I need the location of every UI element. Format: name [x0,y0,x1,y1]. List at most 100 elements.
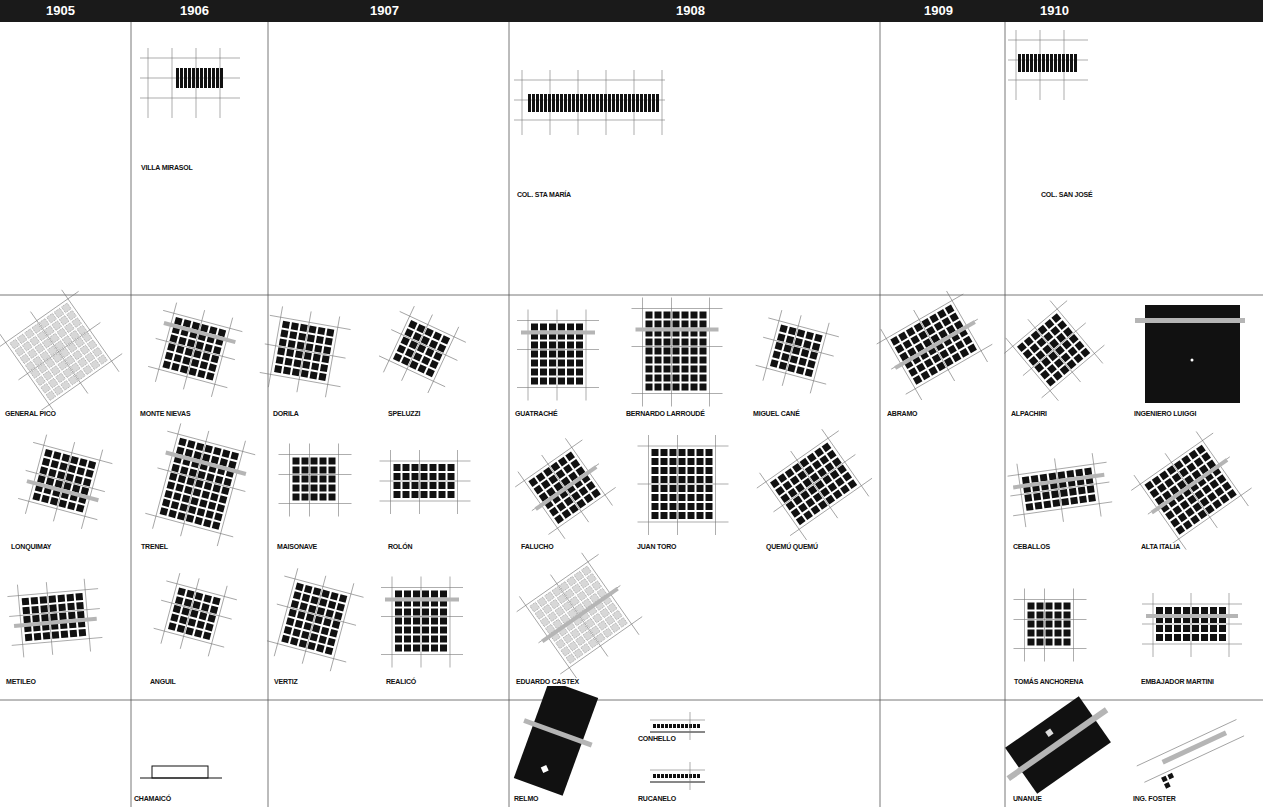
block [394,473,401,480]
block [67,310,77,320]
block [558,378,565,385]
block [50,333,60,343]
block [540,324,547,331]
block [167,343,176,352]
town-plan [1142,593,1242,657]
block [320,494,327,501]
town-name: MAISONAVE [276,543,318,551]
block [664,357,671,364]
block [1022,54,1025,72]
block [422,645,429,652]
plan-part [681,774,684,778]
block [1062,54,1065,72]
block [1201,625,1208,632]
block [40,605,48,613]
block [576,324,583,331]
block [1061,498,1069,506]
block [603,628,613,638]
block [788,327,797,336]
block [47,346,57,356]
block [302,476,309,483]
block [1052,499,1060,507]
block [186,514,195,523]
block [549,378,556,385]
block [540,617,550,627]
block [916,363,926,373]
block [576,94,579,112]
town-name: UNANUE [1012,795,1043,803]
block [558,369,565,376]
block [963,336,973,346]
block [404,645,411,652]
block [1035,350,1045,360]
block [280,330,288,338]
block [403,473,410,480]
block [616,94,619,112]
block [655,348,662,355]
town-plan [871,284,999,405]
block [409,340,418,349]
block [591,488,601,498]
block [319,598,328,607]
block [673,312,680,319]
block [673,339,680,346]
town-name: METILEO [5,678,37,686]
block [412,491,419,498]
town-plan [638,435,729,535]
block [404,328,413,337]
street-line [1092,453,1101,516]
block [1028,612,1035,619]
block [181,607,190,616]
plan-part [665,774,668,778]
block [1180,500,1190,510]
block [783,344,792,353]
block [561,646,571,656]
block [688,485,695,492]
year-header: 1907 [370,3,399,19]
block [329,494,336,501]
block [310,596,319,605]
street-line [642,298,643,407]
block [188,68,191,88]
block [431,591,438,598]
block [430,464,437,471]
block [439,482,446,489]
block [1084,467,1092,475]
block [431,618,438,625]
block [201,603,210,612]
street-line [7,589,98,597]
block [598,621,608,631]
street-line [538,586,620,643]
block [779,324,788,333]
block [1174,607,1181,614]
block [292,368,300,376]
block [190,609,199,618]
street-line [400,311,466,342]
block [1053,371,1063,381]
block [1031,475,1039,483]
block [82,332,92,342]
block [531,351,538,358]
block [1063,327,1073,337]
block [1088,494,1096,502]
block [827,450,837,460]
block [404,609,411,616]
block [1152,476,1162,486]
block [413,636,420,643]
block [182,356,191,365]
block [307,642,316,651]
block [531,324,538,331]
block [189,468,198,477]
block [395,636,402,643]
block [932,354,942,364]
block [193,350,202,359]
block [691,339,698,346]
block [297,611,306,620]
block [541,480,551,490]
block [412,482,419,489]
block [284,358,292,366]
block [772,351,781,360]
block [540,378,547,385]
block [188,506,197,515]
town-plan [15,432,115,532]
